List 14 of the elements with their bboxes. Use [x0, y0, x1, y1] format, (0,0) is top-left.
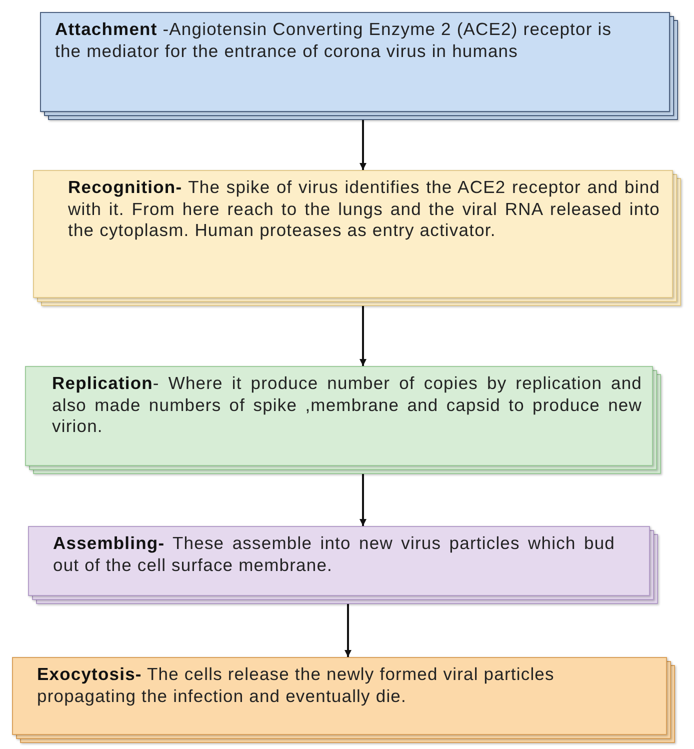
step-text: Attachment -Angiotensin Converting Enzyme 2 (ACE2) receptor is the mediator for the entrance of corona virus in humans: [55, 19, 613, 62]
stacked-process-box: [28, 526, 658, 604]
stacked-process-box: [25, 366, 661, 474]
arrow: [360, 474, 366, 526]
arrow: [360, 306, 366, 366]
step-text: Replication- Where it produce number of copies by replication and also made numbers of spike ,membrane and capsid to produce new virion.: [52, 373, 642, 438]
step-text: Assembling- These assemble into new virus particles which bud out of the cell surface membrane.: [53, 533, 615, 576]
arrow: [344, 604, 352, 657]
stacked-process-box: [40, 12, 678, 120]
step-text: Exocytosis- The cells release the newly formed viral particles propagating the infection and eventually die.: [37, 664, 556, 707]
stacked-process-box: [33, 170, 681, 306]
arrow: [360, 120, 366, 170]
step-text: Recognition- The spike of virus identifies the ACE2 receptor and bind with it. From here reach to the lungs and the viral RNA released into the cytoplasm. Human proteases as entry activator.: [68, 177, 660, 242]
stacked-process-box: [12, 657, 675, 743]
